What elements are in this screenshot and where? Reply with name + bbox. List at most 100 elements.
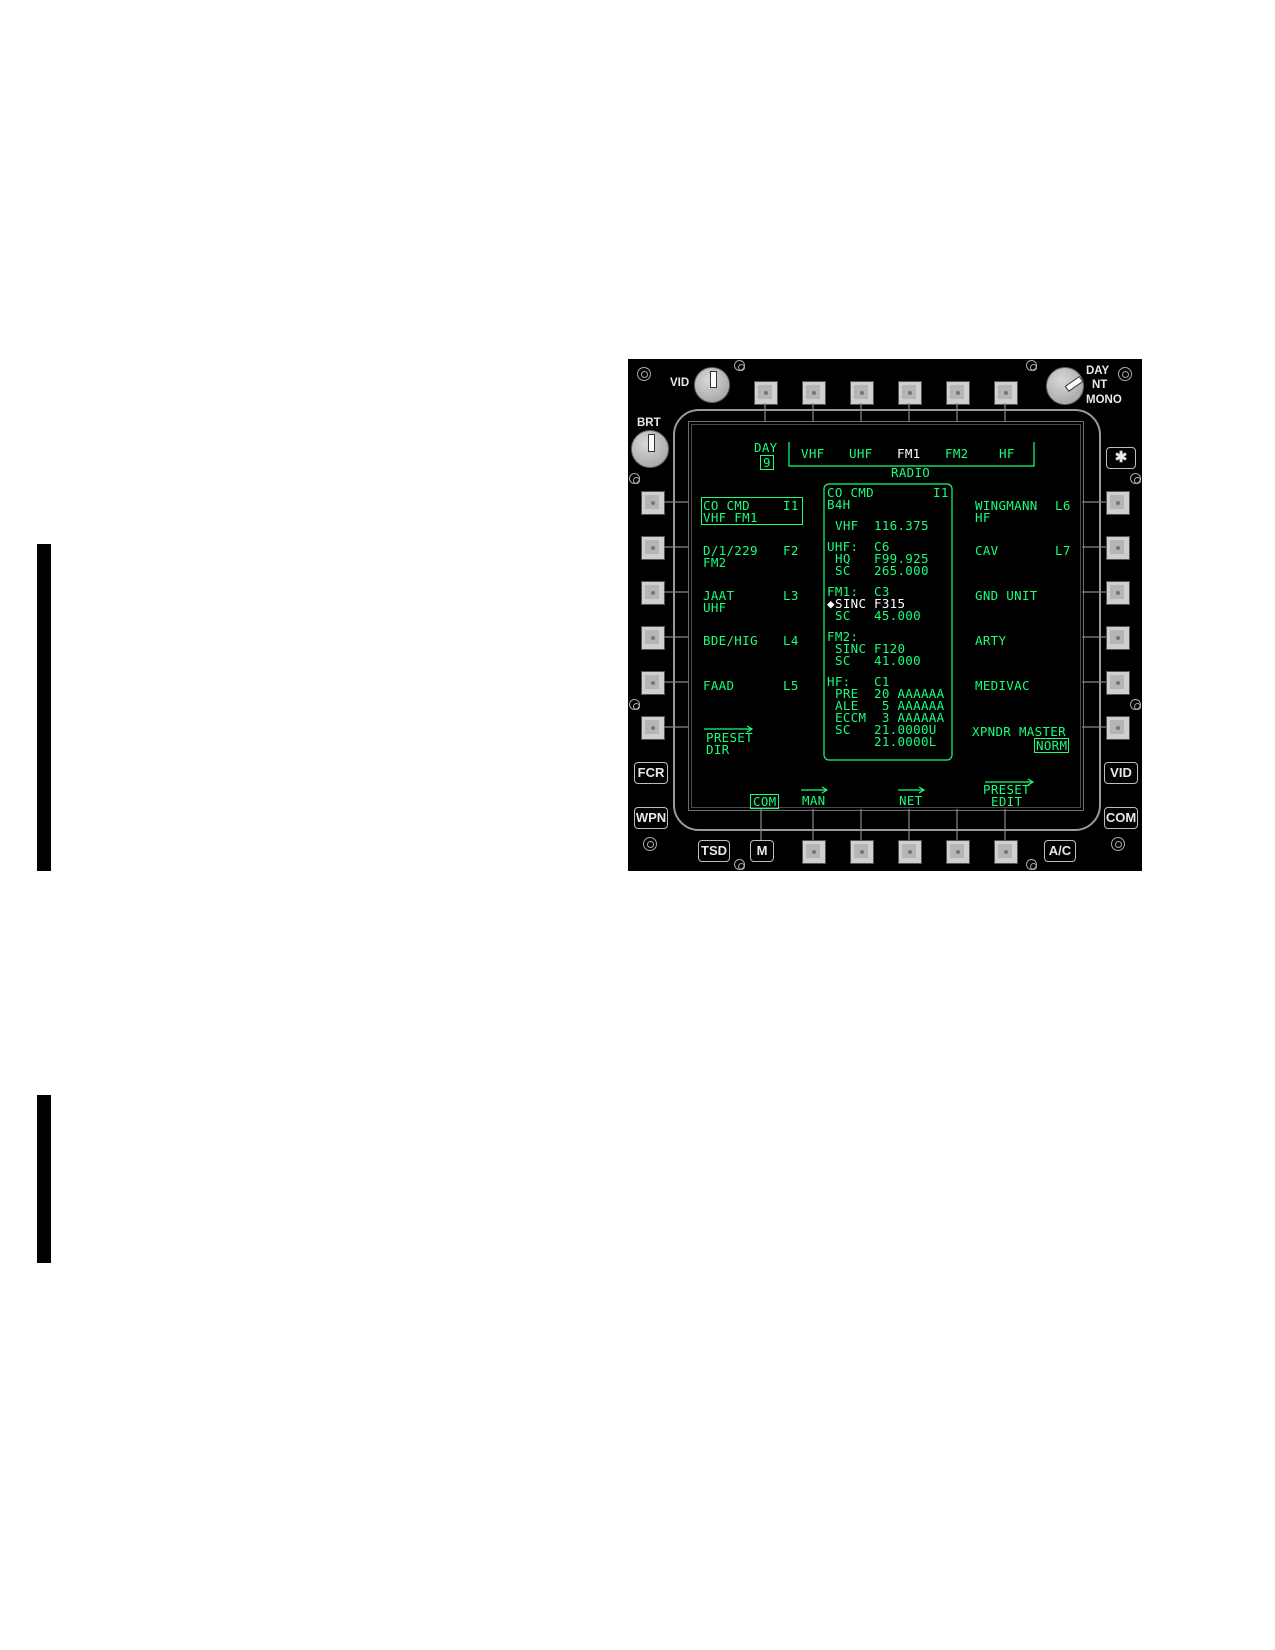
hf-label: HF: [827,674,851,689]
right-button-r4[interactable] [1106,626,1130,650]
preset-edit-line2[interactable]: EDIT [991,794,1023,809]
tab-vhf[interactable]: VHF [801,446,825,461]
tab-bracket [788,442,1035,467]
tab-hf[interactable]: HF [999,446,1015,461]
r3-name[interactable]: GND UNIT [975,588,1038,603]
left-button-l5[interactable] [641,671,665,695]
left-button-l1[interactable] [641,491,665,515]
screw-icon [1118,367,1132,381]
selected-net-box [701,497,803,525]
bottom-button-b4[interactable] [898,840,922,864]
r5-name[interactable]: MEDIVAC [975,678,1030,693]
tsd-button[interactable]: TSD [698,840,730,862]
display-screen [688,421,1084,811]
hf-sc-lower: 21.0000L [874,734,937,749]
l1-radio: VHF FM1 [703,510,758,525]
xpndr-master-label[interactable]: XPNDR MASTER [972,724,1066,739]
m-button[interactable]: M [750,840,774,862]
center-callsign: B4H [827,497,851,512]
hf-sc-label: SC [835,722,851,737]
preset-edit-line1[interactable]: PRESET [983,782,1030,797]
top-button-t2[interactable] [802,381,826,405]
l3-code: L3 [783,588,799,603]
top-button-t4[interactable] [898,381,922,405]
left-button-l4[interactable] [641,626,665,650]
vid-knob[interactable] [694,367,730,403]
net-label[interactable]: NET [899,793,923,808]
vhf-label: VHF [835,518,859,533]
change-bar [37,1095,51,1263]
top-button-t1[interactable] [754,381,778,405]
star-button[interactable]: ✱ [1106,447,1136,469]
r1-name[interactable]: WINGMANN [975,498,1038,513]
center-panel-border [823,483,953,761]
bezel-frame [673,409,1101,831]
bottom-button-b2[interactable] [802,840,826,864]
r2-name[interactable]: CAV [975,543,999,558]
tab-fm2[interactable]: FM2 [945,446,969,461]
tab-uhf[interactable]: UHF [849,446,873,461]
top-button-t3[interactable] [850,381,874,405]
vid-button[interactable]: VID [1104,762,1138,784]
tab-fm1[interactable]: FM1 [897,446,921,461]
left-button-l3[interactable] [641,581,665,605]
screw-icon [1111,837,1125,851]
l1-name[interactable]: CO CMD [703,498,750,513]
fm2-sc-label: SC [835,653,851,668]
l2-code: F2 [783,543,799,558]
hf-eccm: 3 AAAAAA [874,710,945,725]
top-button-t5[interactable] [946,381,970,405]
right-button-r3[interactable] [1106,581,1130,605]
fm1-sc: 45.000 [874,608,921,623]
vhf-freq: 116.375 [874,518,929,533]
uhf-label: UHF: [827,539,859,554]
page-title: RADIO [891,465,931,480]
screen-lines [664,403,1106,840]
hf-ale-label: ALE [835,698,859,713]
r2-code: L7 [1055,543,1071,558]
left-button-l6[interactable] [641,716,665,740]
l5-name[interactable]: FAAD [703,678,735,693]
screw-icon [629,699,640,710]
preset-edit-arrow-icon [985,778,1035,786]
hf-channel: C1 [874,674,890,689]
wpn-button[interactable]: WPN [634,807,668,829]
uhf-hq: F99.925 [874,551,929,566]
right-button-r1[interactable] [1106,491,1130,515]
left-button-l2[interactable] [641,536,665,560]
bottom-button-b5[interactable] [946,840,970,864]
uhf-channel: C6 [874,539,890,554]
com-button[interactable]: COM [1104,807,1138,829]
uhf-hq-label: HQ [835,551,851,566]
screw-icon [637,367,651,381]
l2-name[interactable]: D/1/229 [703,543,758,558]
preset-dir-line2[interactable]: DIR [706,742,730,757]
r4-name[interactable]: ARTY [975,633,1007,648]
top-button-t6[interactable] [994,381,1018,405]
fm1-active-marker-icon: ◆ [827,596,835,611]
fcr-button[interactable]: FCR [634,762,668,784]
uhf-sc-label: SC [835,563,851,578]
center-net-name: CO CMD [827,485,874,500]
com-selected-label[interactable]: COM [750,794,780,809]
brt-knob[interactable] [631,430,669,468]
bottom-button-b6[interactable] [994,840,1018,864]
ac-button[interactable]: A/C [1044,840,1076,862]
preset-dir-line1[interactable]: PRESET [706,730,753,745]
screw-icon [734,360,745,371]
l3-name[interactable]: JAAT [703,588,735,603]
l2-radio: FM2 [703,555,727,570]
l1-code: I1 [783,498,799,513]
right-button-r5[interactable] [1106,671,1130,695]
mode-nt-label: NT [1092,379,1108,391]
screw-icon [1026,360,1037,371]
right-button-r2[interactable] [1106,536,1130,560]
bottom-button-b3[interactable] [850,840,874,864]
right-button-r6[interactable] [1106,716,1130,740]
r1-code: L6 [1055,498,1071,513]
l4-name[interactable]: BDE/HIG [703,633,758,648]
man-label[interactable]: MAN [802,793,826,808]
mode-knob[interactable] [1046,367,1084,405]
preset-dir-arrow-icon [704,725,754,733]
screw-icon [734,859,745,870]
